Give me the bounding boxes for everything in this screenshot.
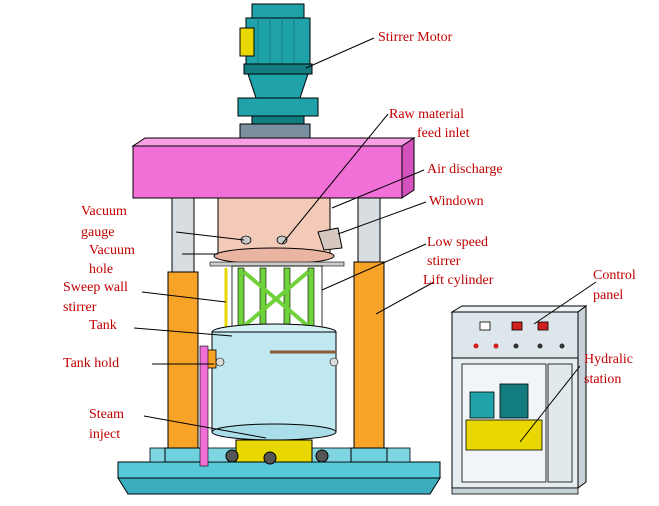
tank-trolley: [225, 439, 329, 465]
leader-lines: [133, 37, 597, 443]
label-stirrer-motor: Stirrer Motor: [378, 30, 453, 45]
label-control-panel-line2: panel: [593, 288, 624, 303]
label-raw-material-line2: feed inlet: [417, 126, 470, 141]
label-sweep-wall-line1: Sweep wall: [63, 280, 128, 295]
label-raw-material-line1: Raw material: [389, 107, 465, 122]
label-vacuum-gauge-line1: Vacuum: [81, 204, 127, 219]
stirrer-frame: [224, 265, 323, 331]
label-control-panel-line1: Control: [593, 268, 636, 283]
tank: [199, 323, 339, 467]
left-lift-column: [164, 197, 202, 463]
label-vacuum-hole-line1: Vacuum: [89, 243, 135, 258]
label-hydralic-station-line1: Hydralic: [584, 352, 633, 367]
cross-beam: [131, 137, 416, 199]
label-lift-cylinder: Lift cylinder: [423, 273, 494, 288]
label-sweep-wall-line2: stirrer: [63, 300, 97, 315]
right-lift-column: [350, 197, 388, 463]
vessel-lid: [209, 197, 345, 267]
label-steam-inject-line2: inject: [89, 427, 121, 442]
label-low-speed-line2: stirrer: [427, 254, 461, 269]
label-air-discharge: Air discharge: [427, 162, 503, 177]
stirrer-motor: [237, 3, 319, 139]
label-vacuum-gauge-line2: gauge: [81, 225, 115, 240]
label-tank-hold: Tank hold: [63, 356, 120, 371]
label-low-speed-line1: Low speed: [427, 235, 489, 250]
label-steam-inject-line1: Steam: [89, 407, 124, 422]
label-hydralic-station-line2: station: [584, 372, 622, 387]
label-windown: Windown: [429, 194, 484, 209]
control-cabinet: [450, 305, 588, 495]
label-vacuum-hole-line2: hole: [89, 262, 114, 277]
label-tank: Tank: [89, 318, 117, 333]
